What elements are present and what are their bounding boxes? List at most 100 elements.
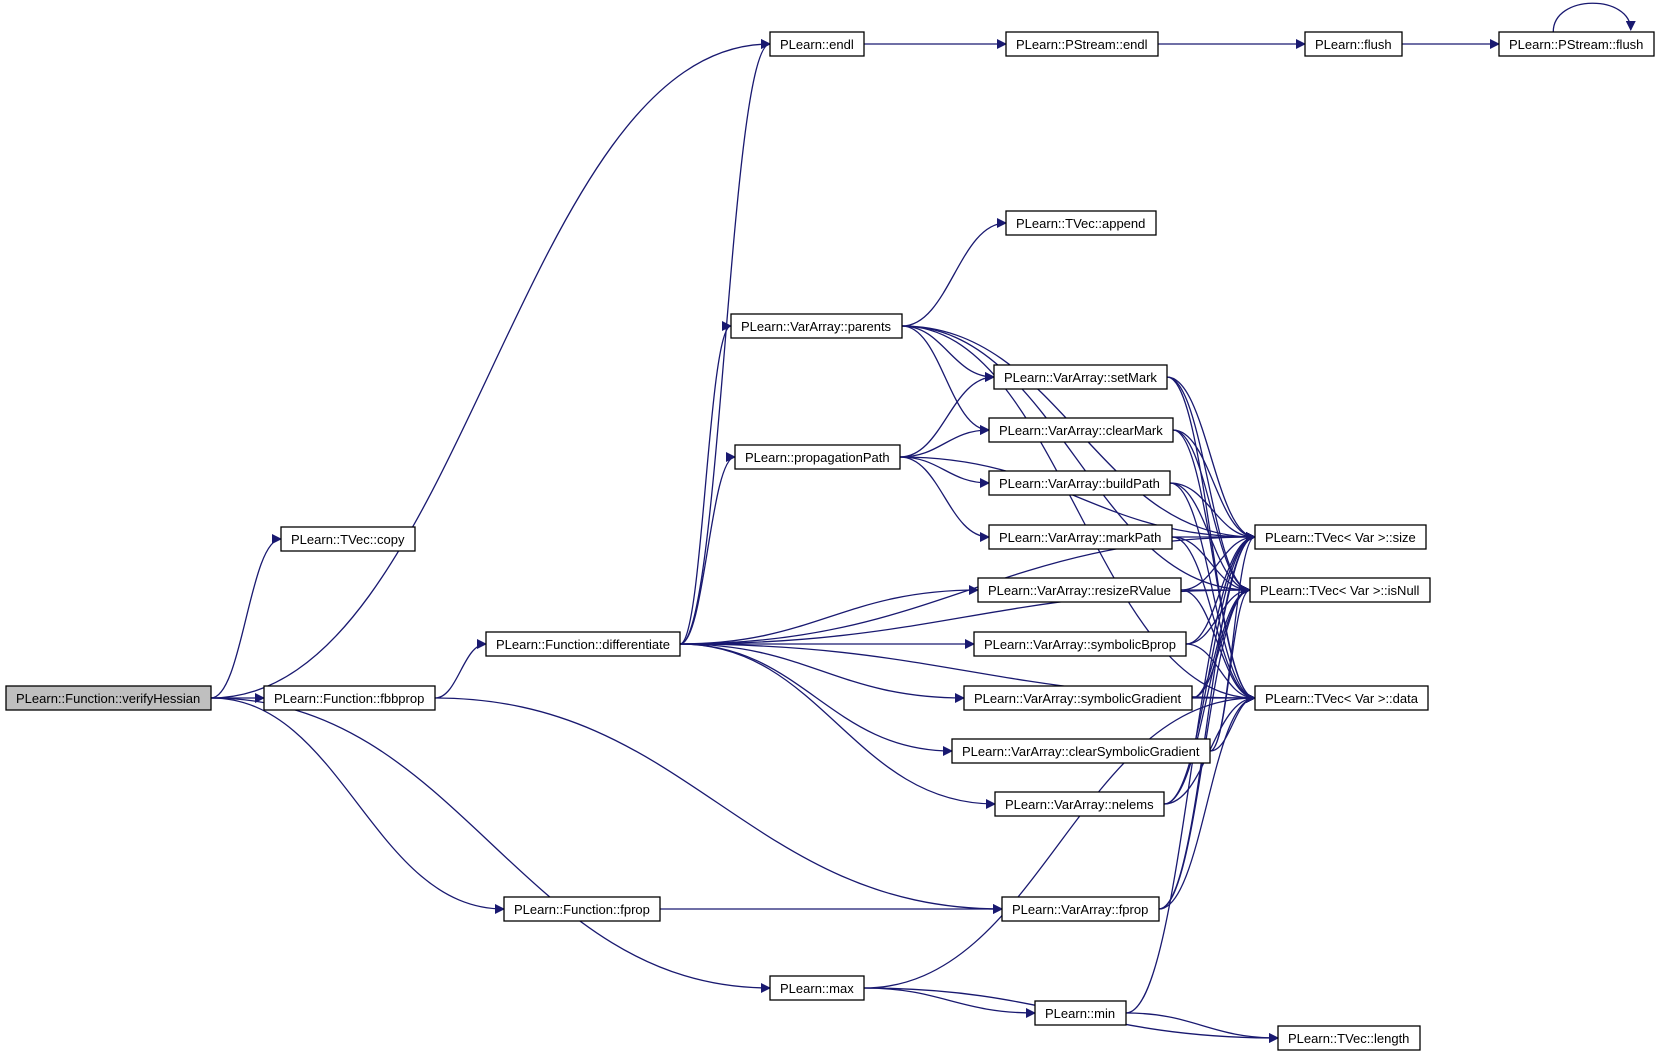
edge-propagationPath-to-buildPath bbox=[899, 456, 990, 488]
node-label: PLearn::flush bbox=[1315, 37, 1392, 52]
node-box bbox=[1304, 31, 1403, 57]
node-box bbox=[988, 470, 1171, 496]
edge-differentiate-to-clearSymbolicGradient bbox=[679, 643, 953, 756]
node-clearMark[interactable]: PLearn::VarArray::clearMark bbox=[988, 417, 1174, 443]
node-min[interactable]: PLearn::min bbox=[1034, 1000, 1127, 1026]
node-markPath[interactable]: PLearn::VarArray::markPath bbox=[988, 524, 1173, 550]
node-label: PLearn::VarArray::setMark bbox=[1004, 370, 1157, 385]
node-endl[interactable]: PLearn::endl bbox=[769, 31, 865, 57]
node-propagationPath[interactable]: PLearn::propagationPath bbox=[734, 444, 901, 470]
node-label: PLearn::Function::verifyHessian bbox=[16, 691, 200, 706]
node-label: PLearn::TVec< Var >::data bbox=[1265, 691, 1419, 706]
node-label: PLearn::Function::fprop bbox=[514, 902, 650, 917]
edge-buildPath-to-size bbox=[1169, 482, 1256, 542]
edge-parents-to-setMark bbox=[901, 325, 995, 382]
node-verifyHessian[interactable]: PLearn::Function::verifyHessian bbox=[5, 685, 212, 711]
edge-propagationPath-to-setMark bbox=[899, 372, 995, 458]
edge-fbbprop-to-differentiate bbox=[434, 639, 487, 699]
node-clearSymbolicGradient[interactable]: PLearn::VarArray::clearSymbolicGradient bbox=[951, 738, 1211, 764]
node-box bbox=[977, 577, 1182, 603]
edge-fbbprop-to-vafprop bbox=[434, 697, 1003, 914]
node-resizeRValue[interactable]: PLearn::VarArray::resizeRValue bbox=[977, 577, 1182, 603]
node-differentiate[interactable]: PLearn::Function::differentiate bbox=[485, 631, 681, 657]
node-box bbox=[1034, 1000, 1127, 1026]
edge-differentiate-to-resizeRValue bbox=[679, 585, 979, 645]
edge-psflush-to-psflush bbox=[1552, 2, 1636, 33]
node-symbolicBprop[interactable]: PLearn::VarArray::symbolicBprop bbox=[973, 631, 1187, 657]
node-label: PLearn::VarArray::buildPath bbox=[999, 476, 1160, 491]
node-label: PLearn::Function::differentiate bbox=[496, 637, 670, 652]
edge-parents-to-data bbox=[901, 325, 1256, 703]
node-label: PLearn::VarArray::nelems bbox=[1005, 797, 1154, 812]
node-box bbox=[1254, 685, 1429, 711]
node-psendl[interactable]: PLearn::PStream::endl bbox=[1005, 31, 1159, 57]
node-label: PLearn::min bbox=[1045, 1006, 1115, 1021]
node-size[interactable]: PLearn::TVec< Var >::size bbox=[1254, 524, 1427, 550]
node-psflush[interactable]: PLearn::PStream::flush bbox=[1498, 31, 1655, 57]
node-label: PLearn::PStream::endl bbox=[1016, 37, 1148, 52]
edge-min-to-size bbox=[1125, 532, 1256, 1014]
node-label: PLearn::PStream::flush bbox=[1509, 37, 1643, 52]
node-ffprop[interactable]: PLearn::Function::fprop bbox=[503, 896, 661, 922]
node-box bbox=[993, 364, 1168, 390]
edge-markPath-to-data bbox=[1171, 536, 1256, 703]
node-box bbox=[963, 685, 1193, 711]
node-box bbox=[973, 631, 1187, 657]
node-label: PLearn::endl bbox=[780, 37, 854, 52]
edge-verifyHessian-to-endl bbox=[210, 39, 771, 699]
node-label: PLearn::VarArray::parents bbox=[741, 319, 892, 334]
node-append[interactable]: PLearn::TVec::append bbox=[1005, 210, 1157, 236]
edge-differentiate-to-nelems bbox=[679, 643, 996, 809]
edge-setMark-to-isNull bbox=[1166, 376, 1251, 595]
node-box bbox=[769, 31, 865, 57]
edge-clearMark-to-data bbox=[1172, 429, 1256, 703]
node-length[interactable]: PLearn::TVec::length bbox=[1277, 1025, 1421, 1051]
edge-setMark-to-size bbox=[1166, 376, 1256, 542]
node-label: PLearn::TVec< Var >::size bbox=[1265, 530, 1416, 545]
node-buildPath[interactable]: PLearn::VarArray::buildPath bbox=[988, 470, 1171, 496]
node-box bbox=[5, 685, 212, 711]
node-box bbox=[988, 524, 1173, 550]
node-box bbox=[1001, 896, 1160, 922]
node-max[interactable]: PLearn::max bbox=[769, 975, 865, 1001]
node-data[interactable]: PLearn::TVec< Var >::data bbox=[1254, 685, 1429, 711]
node-box bbox=[485, 631, 681, 657]
edge-verifyHessian-to-ffprop bbox=[210, 697, 505, 914]
node-label: PLearn::TVec::copy bbox=[291, 532, 405, 547]
edge-max-to-min bbox=[863, 987, 1036, 1018]
node-vafprop[interactable]: PLearn::VarArray::fprop bbox=[1001, 896, 1160, 922]
edge-min-to-length bbox=[1125, 1012, 1279, 1043]
node-setMark[interactable]: PLearn::VarArray::setMark bbox=[993, 364, 1168, 390]
edge-clearMark-to-isNull bbox=[1172, 429, 1251, 595]
edge-parents-to-isNull bbox=[901, 325, 1251, 595]
node-isNull[interactable]: PLearn::TVec< Var >::isNull bbox=[1249, 577, 1431, 603]
node-box bbox=[1254, 524, 1427, 550]
node-box bbox=[1498, 31, 1655, 57]
node-box bbox=[734, 444, 901, 470]
node-parents[interactable]: PLearn::VarArray::parents bbox=[730, 313, 903, 339]
node-label: PLearn::VarArray::symbolicGradient bbox=[974, 691, 1182, 706]
node-tveccopy[interactable]: PLearn::TVec::copy bbox=[280, 526, 416, 552]
node-box bbox=[1277, 1025, 1421, 1051]
node-label: PLearn::VarArray::clearSymbolicGradient bbox=[962, 744, 1200, 759]
node-flush[interactable]: PLearn::flush bbox=[1304, 31, 1403, 57]
node-box bbox=[1005, 31, 1159, 57]
node-box bbox=[1249, 577, 1431, 603]
node-label: PLearn::TVec::length bbox=[1288, 1031, 1409, 1046]
edge-nelems-to-size bbox=[1163, 532, 1256, 805]
edge-nelems-to-isNull bbox=[1163, 585, 1251, 805]
node-label: PLearn::propagationPath bbox=[745, 450, 890, 465]
edge-propagationPath-to-markPath bbox=[899, 456, 990, 542]
node-box bbox=[503, 896, 661, 922]
edge-parents-to-clearMark bbox=[901, 325, 990, 435]
node-symbolicGradient[interactable]: PLearn::VarArray::symbolicGradient bbox=[963, 685, 1193, 711]
edge-symbolicBprop-to-data bbox=[1185, 643, 1256, 703]
node-label: PLearn::VarArray::markPath bbox=[999, 530, 1161, 545]
node-label: PLearn::VarArray::clearMark bbox=[999, 423, 1163, 438]
node-label: PLearn::max bbox=[780, 981, 854, 996]
node-nelems[interactable]: PLearn::VarArray::nelems bbox=[994, 791, 1165, 817]
node-label: PLearn::TVec< Var >::isNull bbox=[1260, 583, 1420, 598]
node-fbbprop[interactable]: PLearn::Function::fbbprop bbox=[263, 685, 436, 711]
nodes-layer: PLearn::Function::verifyHessianPLearn::T… bbox=[5, 31, 1655, 1051]
